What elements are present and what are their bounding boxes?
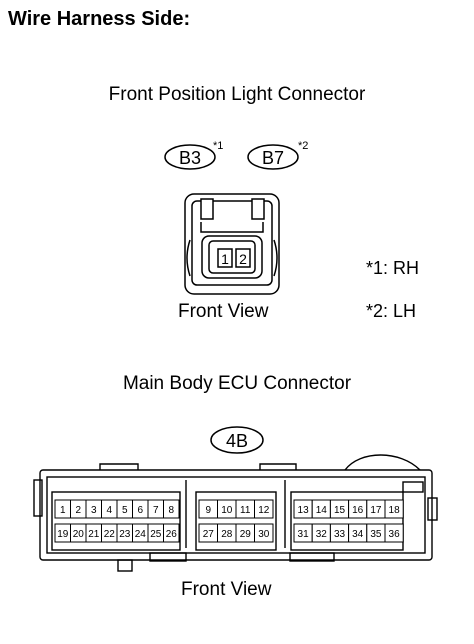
ecu-pin-label-10: 10 [221,505,233,516]
ecu-pin-label-32: 32 [316,529,328,540]
code-b3-label: B3 [179,148,201,168]
ecu-pin-label-15: 15 [334,505,346,516]
ecu-pin-label-19: 19 [57,529,69,540]
front-connector-view-label: Front View [178,301,269,322]
ecu-pin-label-4: 4 [106,505,112,516]
ecu-pin-label-25: 25 [150,529,162,540]
ecu-pin-label-33: 33 [334,529,346,540]
ecu-pin-label-26: 26 [166,529,178,540]
main-body-ecu-connector [33,454,438,572]
ecu-pin-cell-30 [254,523,274,543]
ecu-connector-view-label: Front View [181,579,272,600]
ecu-pin-label-13: 13 [298,505,310,516]
ecu-pin-label-1: 1 [60,505,66,516]
ecu-pin-label-8: 8 [168,505,174,516]
ecu-pin-cell-36 [384,523,404,543]
code-b7-label: B7 [262,148,284,168]
code-badge-b3: B3 *1 [164,140,223,170]
ecu-connector-title: Main Body ECU Connector [122,373,352,394]
pin-label-2: 2 [239,251,247,267]
ecu-pin-label-20: 20 [73,529,85,540]
ecu-pin-label-31: 31 [298,529,310,540]
pin-cell-2 [235,248,251,268]
ecu-pin-label-7: 7 [153,505,159,516]
front-connector-title: Front Position Light Connector [108,84,366,105]
code-b7-noteref: *2 [298,140,308,152]
ecu-pin-label-30: 30 [258,529,270,540]
ecu-pin-label-28: 28 [221,529,233,540]
ecu-pin-label-9: 9 [205,505,211,516]
ecu-pin-label-16: 16 [352,505,364,516]
ecu-pin-label-27: 27 [203,529,215,540]
pin-cell-1 [217,248,233,268]
note-rh: *1: RH [366,258,420,278]
ecu-pin-label-14: 14 [316,505,328,516]
ecu-pin-label-34: 34 [352,529,364,540]
ecu-pin-label-2: 2 [75,505,81,516]
ecu-pin-label-12: 12 [258,505,270,516]
page-title: Wire Harness Side: [8,8,191,30]
code-4b-label: 4B [226,431,248,451]
ecu-pin-label-22: 22 [104,529,116,540]
ecu-pin-label-35: 35 [370,529,382,540]
ecu-pin-cell-8 [163,499,180,519]
code-badge-b7: B7 *2 [247,140,308,170]
ecu-pin-label-23: 23 [119,529,131,540]
ecu-pin-cell-18 [384,499,404,519]
ecu-pin-label-11: 11 [240,505,251,516]
ecu-pin-cell-12 [254,499,274,519]
ecu-pin-label-5: 5 [122,505,128,516]
ecu-pin-cell-26 [163,523,180,543]
ecu-pin-label-3: 3 [91,505,97,516]
code-b3-noteref: *1 [213,140,223,152]
ecu-pin-label-18: 18 [389,505,401,516]
ecu-pin-label-29: 29 [240,529,252,540]
ecu-pin-label-24: 24 [135,529,147,540]
ecu-pin-label-21: 21 [88,529,100,540]
pin-label-1: 1 [221,251,229,267]
ecu-pin-label-36: 36 [389,529,401,540]
note-lh: *2: LH [366,301,417,321]
ecu-pin-label-17: 17 [370,505,382,516]
ecu-pin-label-6: 6 [137,505,143,516]
code-badge-4b: 4B [210,426,264,454]
front-position-light-connector [184,193,280,295]
